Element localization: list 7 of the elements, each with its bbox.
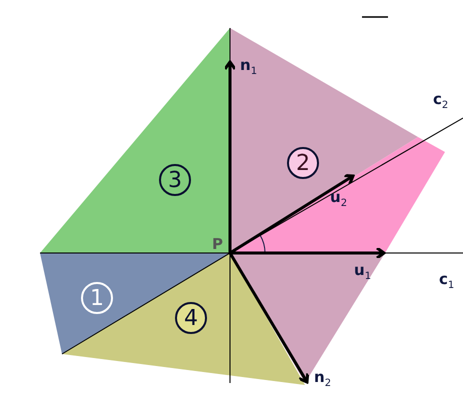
vector-label: n$_{1}$ xyxy=(240,58,258,77)
vector-label: u$_{1}$ xyxy=(354,263,372,282)
vector-label: c$_{2}$ xyxy=(433,92,448,111)
vector-label: u$_{2}$ xyxy=(330,190,348,209)
vector-label: c$_{1}$ xyxy=(439,272,454,291)
point-label: P xyxy=(212,237,223,252)
vector-label: n$_{2}$ xyxy=(314,370,332,389)
